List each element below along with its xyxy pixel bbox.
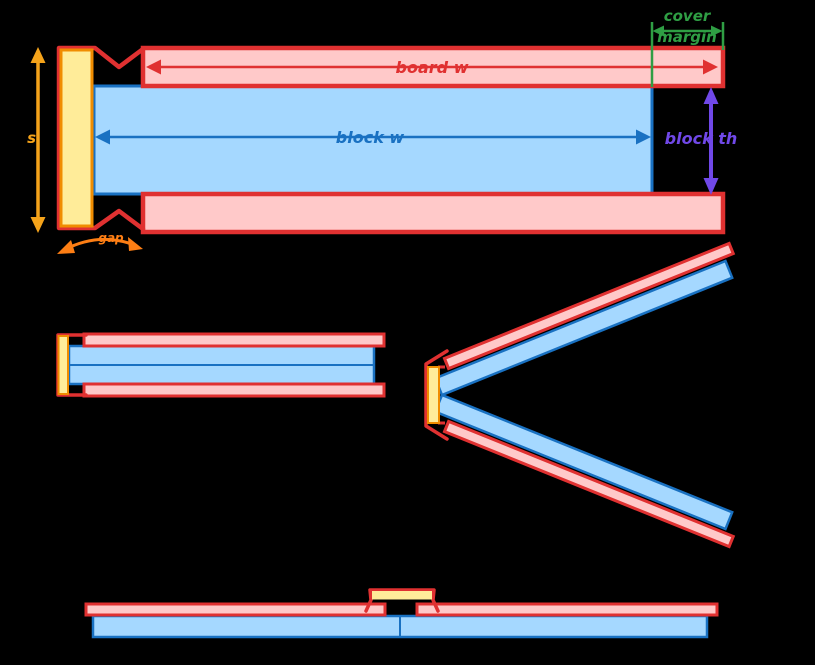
- top-wing: [433, 241, 736, 397]
- block-width-label: block w: [336, 128, 405, 147]
- cover-margin-label-line2: margin: [657, 28, 717, 46]
- spine-height-arrow: s: [27, 47, 46, 233]
- closed-book-view: [56, 332, 386, 398]
- arrowhead-right-icon: [703, 59, 718, 75]
- board-wing-rect: [442, 241, 736, 371]
- arrowhead-down-icon: [30, 217, 46, 233]
- arrowhead-left-icon: [146, 59, 161, 75]
- gap-arrow: gap: [57, 231, 143, 254]
- arrowhead-left-icon: [652, 25, 664, 37]
- arrowhead-right-icon: [128, 237, 143, 251]
- spine-rect: [427, 366, 440, 424]
- block-rect: [92, 84, 654, 196]
- spine-height-label: s: [27, 129, 36, 147]
- block-thickness-label: block th: [665, 129, 738, 148]
- arrowhead-left-icon: [57, 240, 75, 254]
- left-board-rect: [84, 602, 387, 617]
- cover-outline-path: [424, 349, 449, 441]
- bottom-board-rect: [140, 191, 726, 235]
- arrowhead-left-icon: [95, 129, 110, 145]
- cover-outline-path: [56, 45, 146, 232]
- cover-margin-bracket: cover margin: [650, 7, 725, 87]
- top-board-rect: [82, 332, 386, 348]
- arrowhead-up-icon: [703, 87, 719, 104]
- open-book-v-view: [424, 241, 736, 549]
- arrowhead-up-icon: [30, 47, 46, 63]
- arrowhead-right-icon: [711, 25, 723, 37]
- spine-outline-path: [364, 588, 440, 613]
- block-width-arrow: block w: [95, 128, 651, 147]
- spine-rect: [59, 48, 94, 228]
- board-wing-rect: [442, 419, 736, 549]
- block-wing-rect: [433, 259, 734, 397]
- arrowhead-down-icon: [703, 178, 719, 195]
- cover-margin-label-line1: cover: [664, 7, 712, 25]
- bottom-wing: [433, 393, 736, 549]
- board-width-arrow: board w: [146, 58, 718, 77]
- arrowhead-right-icon: [636, 129, 651, 145]
- gap-label: gap: [98, 231, 124, 245]
- flat-open-view: [84, 588, 719, 639]
- spine-rect: [372, 591, 432, 600]
- right-board-rect: [415, 602, 719, 617]
- bottom-board-rect: [82, 382, 386, 398]
- top-cross-section: s gap board w block w: [27, 7, 737, 254]
- block-wing-rect: [433, 393, 734, 531]
- block-thickness-arrow: block th: [665, 87, 738, 195]
- board-width-label: board w: [396, 58, 469, 77]
- spine-rect: [57, 335, 69, 395]
